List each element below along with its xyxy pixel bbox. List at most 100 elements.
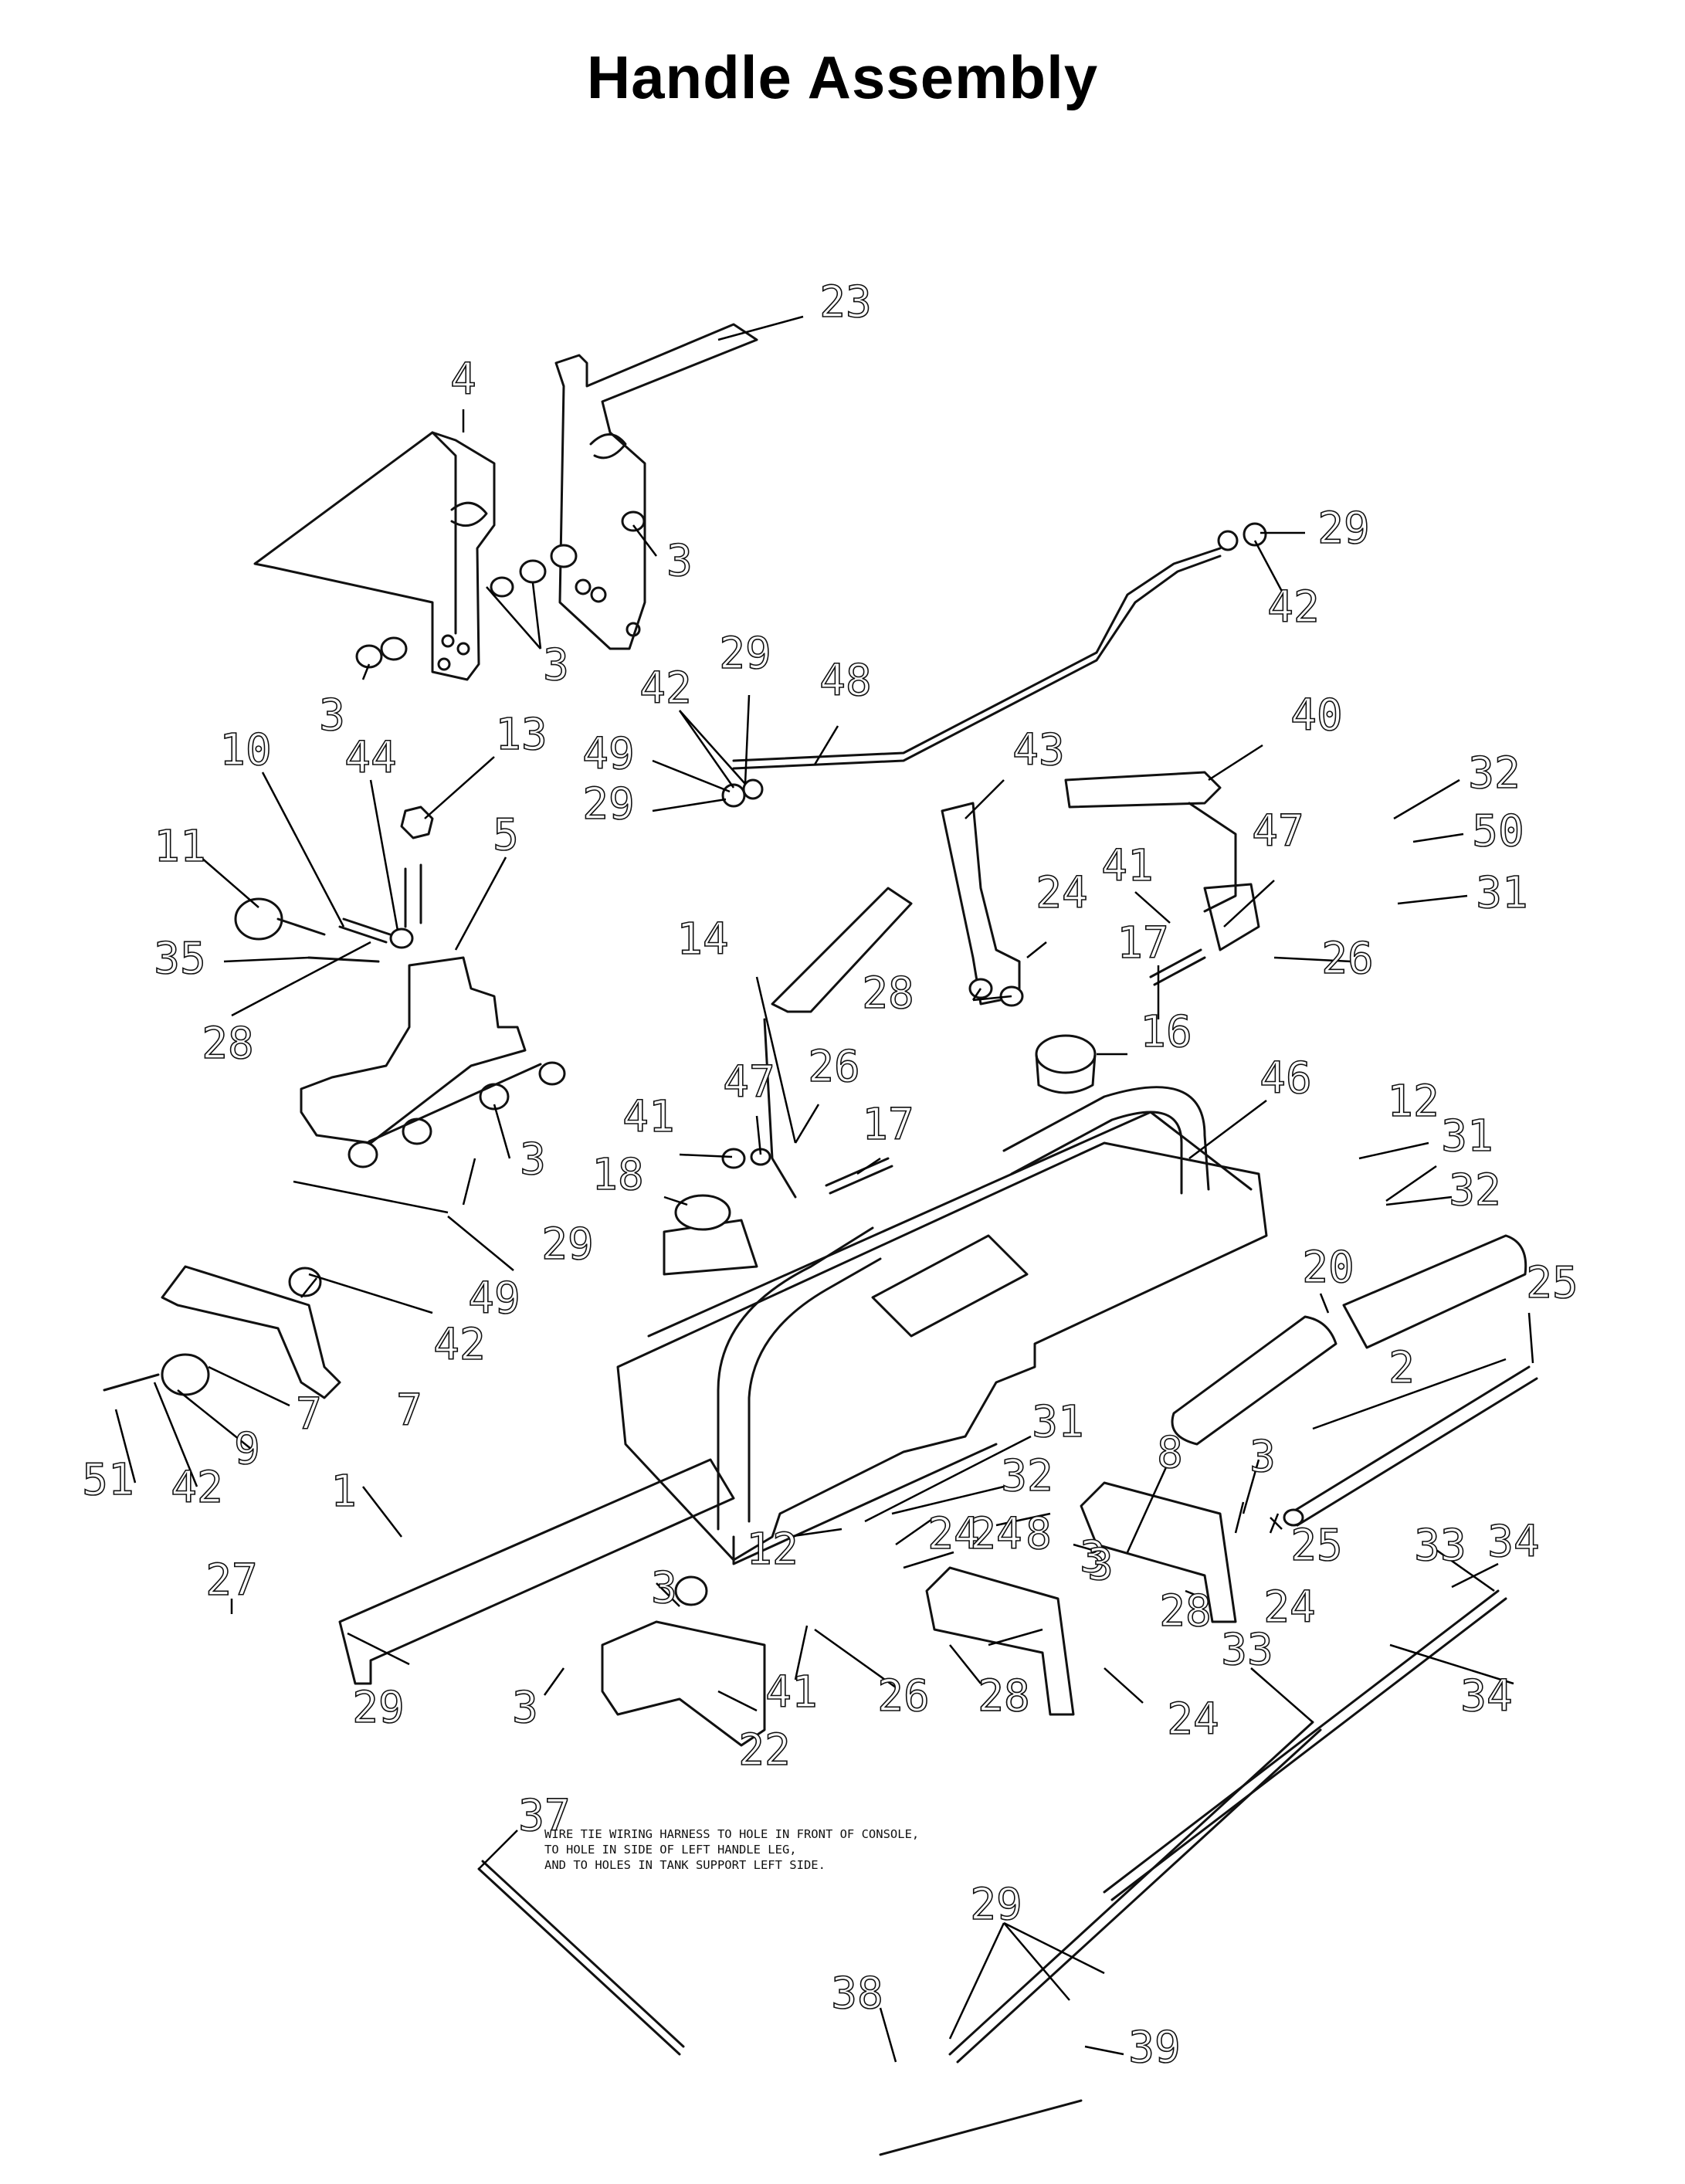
tie-rods bbox=[879, 1589, 1507, 2156]
callout-13: 13 bbox=[495, 710, 547, 760]
callout-3-g: 3 bbox=[1087, 1540, 1114, 1590]
callout-14: 14 bbox=[676, 914, 728, 965]
spring-center bbox=[825, 1157, 893, 1195]
callout-42-d: 42 bbox=[171, 1463, 222, 1513]
callout-42-c: 42 bbox=[433, 1320, 485, 1370]
callout-41-b: 41 bbox=[622, 1092, 674, 1142]
callout-34-a: 34 bbox=[1487, 1517, 1539, 1567]
callout-22: 22 bbox=[738, 1725, 790, 1775]
callout-51: 51 bbox=[82, 1455, 134, 1505]
callout-32-c: 32 bbox=[1001, 1451, 1053, 1501]
console-body bbox=[616, 1111, 1268, 1565]
callout-41-a: 41 bbox=[1101, 841, 1153, 891]
callout-47-b: 47 bbox=[723, 1057, 775, 1107]
callout-3-b: 3 bbox=[543, 640, 569, 690]
callout-49-a: 49 bbox=[582, 729, 634, 779]
callout-28-b: 28 bbox=[862, 968, 914, 1019]
callout-3-i: 3 bbox=[512, 1683, 538, 1733]
callout-31-a: 31 bbox=[1476, 868, 1527, 918]
callout-29-d: 29 bbox=[541, 1219, 593, 1270]
ignition-switch bbox=[1035, 1034, 1097, 1094]
bushings-upper bbox=[355, 510, 646, 669]
callout-32-a: 32 bbox=[1468, 748, 1520, 799]
callout-29-b: 29 bbox=[719, 629, 771, 679]
callout-3-a: 3 bbox=[666, 536, 693, 586]
callout-23: 23 bbox=[819, 277, 871, 327]
callout-3-e: 3 bbox=[1249, 1432, 1276, 1482]
pivot-brackets-right bbox=[925, 1481, 1237, 1716]
callout-32-b: 32 bbox=[1449, 1165, 1500, 1216]
callout-33-b: 33 bbox=[1414, 1521, 1466, 1571]
callout-47-a: 47 bbox=[1252, 806, 1304, 856]
callout-2: 2 bbox=[1388, 1343, 1415, 1393]
note-line-2: TO HOLE IN SIDE OF LEFT HANDLE LEG, bbox=[544, 1843, 797, 1857]
wire-tie-note: WIRE TIE WIRING HARNESS TO HOLE IN FRONT… bbox=[544, 1827, 919, 1872]
diagram-title: Handle Assembly bbox=[586, 43, 1099, 111]
callout-42-b: 42 bbox=[639, 663, 691, 714]
callout-3-h: 3 bbox=[651, 1563, 677, 1613]
mounting-bracket-long bbox=[338, 1458, 735, 1685]
lever-left-center bbox=[721, 887, 913, 1199]
callout-24-a: 24 bbox=[1036, 868, 1087, 918]
callout-1: 1 bbox=[331, 1467, 357, 1517]
callout-12-a: 12 bbox=[1387, 1077, 1439, 1127]
callout-43: 43 bbox=[1012, 725, 1064, 775]
callout-39: 39 bbox=[1128, 2023, 1180, 2073]
callout-3-d: 3 bbox=[520, 1134, 546, 1185]
callout-25-b: 25 bbox=[1290, 1521, 1342, 1571]
grip-right bbox=[1064, 771, 1260, 951]
callout-8-a: 8 bbox=[1157, 1428, 1183, 1478]
callout-28-c: 28 bbox=[1159, 1586, 1211, 1636]
lever-right-bracket bbox=[941, 802, 1024, 1007]
callout-26-a: 26 bbox=[1321, 934, 1373, 984]
callout-9: 9 bbox=[234, 1424, 260, 1474]
callout-3-f: 3 bbox=[1080, 1532, 1106, 1582]
callout-4: 4 bbox=[450, 354, 476, 405]
callout-27: 27 bbox=[205, 1555, 257, 1606]
callout-29-a: 29 bbox=[1317, 504, 1369, 554]
leader-lines bbox=[114, 315, 1534, 2063]
callout-24-b: 24 bbox=[927, 1509, 979, 1559]
callout-40: 40 bbox=[1290, 690, 1342, 741]
grip-long bbox=[1171, 1234, 1527, 1446]
wheel-support-bracket bbox=[601, 1575, 766, 1747]
callout-29-f: 29 bbox=[970, 1880, 1022, 1930]
callout-17-b: 17 bbox=[862, 1100, 914, 1150]
callout-20: 20 bbox=[1302, 1243, 1354, 1293]
callout-28-e: 28 bbox=[978, 1671, 1029, 1721]
callout-18: 18 bbox=[592, 1150, 643, 1200]
callout-37: 37 bbox=[518, 1791, 570, 1841]
handle-lever-left bbox=[253, 431, 496, 681]
callout-46: 46 bbox=[1260, 1053, 1311, 1104]
callout-7-b: 7 bbox=[296, 1389, 322, 1440]
callout-26-b: 26 bbox=[808, 1042, 859, 1092]
cross-shaft bbox=[1283, 1365, 1538, 1527]
note-line-3: AND TO HOLES IN TANK SUPPORT LEFT SIDE. bbox=[544, 1858, 826, 1872]
callout-33-a: 33 bbox=[1221, 1625, 1273, 1675]
callout-17-a: 17 bbox=[1117, 918, 1168, 968]
callout-24-d: 24 bbox=[1263, 1582, 1315, 1633]
note-line-1: WIRE TIE WIRING HARNESS TO HOLE IN FRONT… bbox=[544, 1827, 919, 1841]
tension-knob-assembly bbox=[234, 805, 434, 963]
callout-3-c: 3 bbox=[319, 690, 345, 741]
callout-41-c: 41 bbox=[765, 1667, 817, 1718]
callout-16: 16 bbox=[1140, 1007, 1192, 1057]
callout-34-b: 34 bbox=[1460, 1671, 1512, 1721]
callout-24-c: 24 bbox=[970, 1509, 1022, 1559]
callout-31-b: 31 bbox=[1441, 1111, 1493, 1162]
callout-49-b: 49 bbox=[468, 1273, 520, 1324]
pivot-bracket-left bbox=[103, 1265, 341, 1399]
callout-42-a: 42 bbox=[1267, 582, 1319, 632]
callout-12-b: 12 bbox=[746, 1524, 798, 1575]
callout-28-d: 28 bbox=[978, 1671, 1029, 1721]
callout-29-e: 29 bbox=[352, 1683, 404, 1733]
callout-labels: 23 4 3 3 3 3 29 42 48 29 42 49 29 10 44 … bbox=[81, 276, 1578, 2074]
callout-10: 10 bbox=[219, 725, 271, 775]
callout-26-c: 26 bbox=[877, 1671, 929, 1721]
callout-11: 11 bbox=[154, 822, 205, 872]
wire-tie bbox=[477, 1860, 685, 2056]
handle-mount-plate bbox=[300, 956, 566, 1168]
callout-5: 5 bbox=[493, 810, 519, 860]
